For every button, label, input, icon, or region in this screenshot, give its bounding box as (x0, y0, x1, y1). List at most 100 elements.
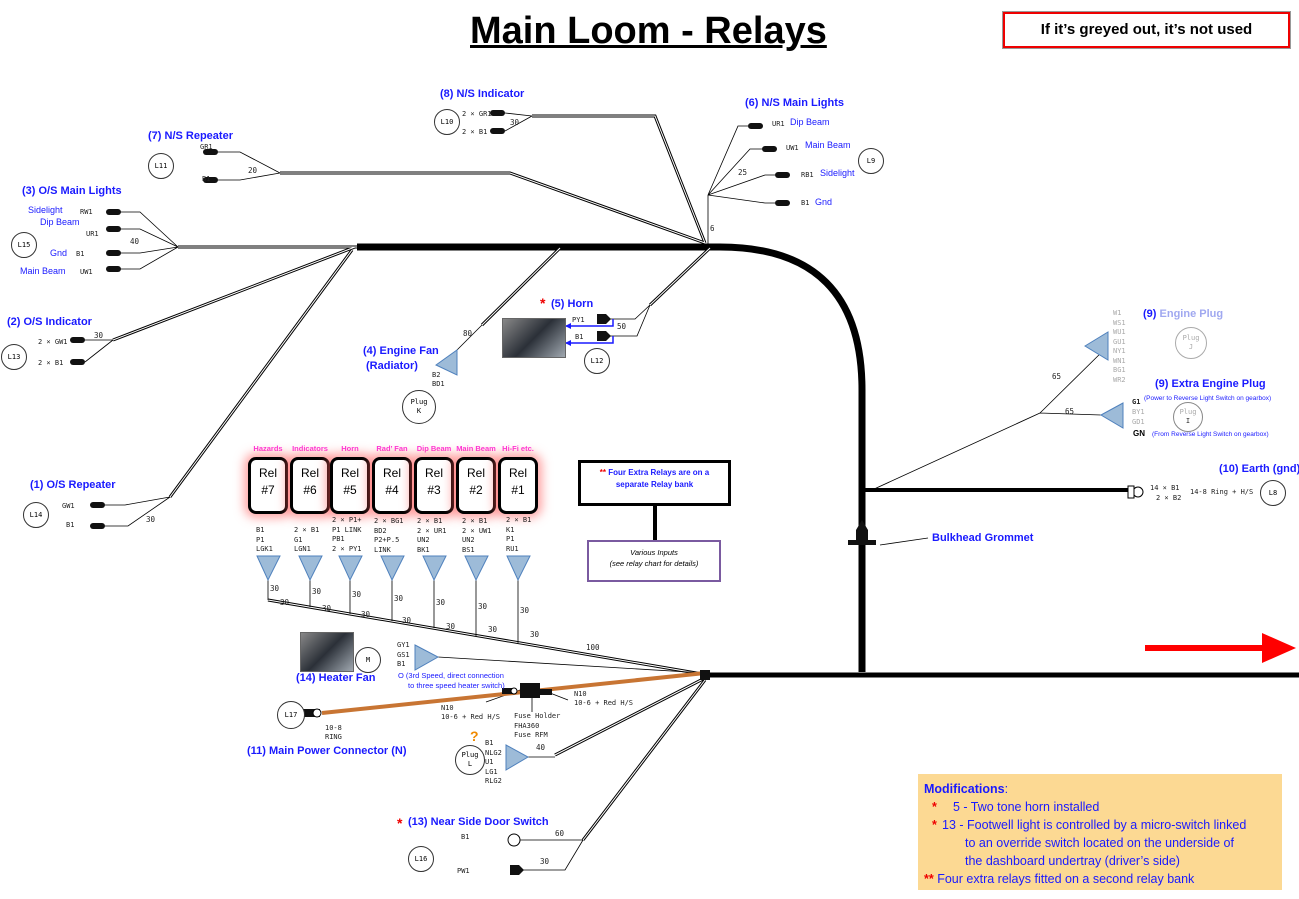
wire-length: 30 (146, 515, 156, 524)
wire-code: 2 × UR1 (417, 526, 447, 535)
wire-code: BS1 (462, 545, 475, 554)
wire-code: P1 (256, 535, 265, 544)
relay-num: #4 (385, 483, 399, 497)
wire-code: GN (1133, 429, 1145, 438)
plug-id: I (1185, 417, 1191, 425)
wire-length: 30 (520, 606, 530, 615)
mod-text: Four extra relays fitted on a second rel… (937, 872, 1195, 886)
relay-function: Rad’ Fan (376, 444, 408, 453)
extra-plug-power-note: (Power to Reverse Light Switch on gearbo… (1144, 395, 1272, 402)
os-main-lights-loc: L15 (11, 232, 37, 258)
wire-code: NLG2 (485, 748, 502, 757)
mod-mark: * (932, 818, 937, 832)
relay-name: Rel (424, 466, 443, 480)
wire-code: B1 (202, 175, 211, 183)
wire-code: 2 × P1+ (332, 516, 362, 524)
item-name: Gnd (50, 248, 68, 258)
wire-code: LGK1 (256, 545, 273, 553)
bus-length: 30 (402, 616, 412, 625)
wire-length: 50 (617, 322, 627, 331)
wire-length: 30 (478, 602, 488, 611)
wire-length: 6 (710, 224, 715, 233)
wire-code: PY1 (572, 316, 585, 324)
wire-code: 2 × PY1 (332, 544, 362, 553)
modifications-title: Modifications (924, 782, 1005, 796)
bus-length: 30 (280, 598, 290, 607)
relay-num: #2 (469, 483, 483, 497)
wire-code: B1 (256, 526, 265, 534)
engine-fan-sublabel: (Radiator) (366, 360, 418, 372)
wire-code: LINK (374, 545, 391, 554)
wire-code: UR1 (86, 230, 99, 238)
wire-length: 30 (270, 584, 280, 593)
wire-code: LG1 (485, 767, 498, 776)
wire-code: G1 (1132, 398, 1141, 406)
page-title: Main Loom - Relays (470, 10, 827, 52)
various-inputs-box: Various Inputs (see relay chart for deta… (587, 540, 721, 582)
wire-code: BK1 (417, 545, 430, 554)
wire-code: 2 × GR1 (462, 110, 492, 118)
relay-num: #1 (511, 483, 525, 497)
wire-code: N10 (441, 704, 454, 712)
wire-code: BD1 (432, 380, 445, 388)
various-inputs-line2: (see relay chart for details) (609, 559, 699, 568)
heater-fan-note: O (3rd Speed, direct connection (398, 671, 504, 680)
horn-loc: L12 (584, 348, 610, 374)
bus-length: 30 (530, 630, 540, 639)
wire-length: 65 (1052, 372, 1062, 381)
relay-name: Rel (382, 466, 401, 480)
os-main-lights-label: (3) O/S Main Lights (22, 185, 122, 197)
mod-text: the dashboard undertray (driver’s side) (965, 854, 1180, 868)
fuse-line: Fuse Holder (514, 712, 561, 720)
wire-code: N10 (574, 690, 587, 698)
relay-function: Hazards (253, 444, 283, 453)
relay-function: Main Beam (456, 444, 496, 453)
relay-num: #5 (343, 483, 357, 497)
wire-code: UW1 (80, 268, 93, 276)
earth-ring: 14-8 Ring + H/S (1190, 488, 1254, 496)
wire-code: BD2 (374, 526, 387, 535)
item-name: Sidelight (820, 168, 855, 178)
horn-photo (502, 318, 566, 358)
relay-6: Rel#6 (290, 457, 330, 514)
wire-code: RLG2 (485, 777, 502, 785)
wire-code: WR2 (1113, 375, 1126, 384)
ring-type: RING (325, 733, 342, 741)
bus-length: 30 (446, 622, 456, 631)
wire-code: RW1 (80, 208, 93, 216)
fuse-holder (520, 683, 540, 698)
wire-length: 40 (536, 743, 546, 752)
relay-function: Hi-Fi etc. (502, 444, 534, 453)
fuse-line: FHA360 (514, 721, 540, 730)
door-switch-label: (13) Near Side Door Switch (408, 816, 549, 828)
wire-code: 2 × B2 (1156, 494, 1182, 502)
ns-repeater-label: (7) N/S Repeater (148, 130, 233, 142)
wire-code: 2 × GW1 (38, 338, 68, 346)
wire-desc: 10-6 + Red H/S (574, 699, 634, 707)
bus-length: 30 (361, 610, 371, 619)
ns-main-lights-loc: L9 (858, 148, 884, 174)
wire-code: B1 (801, 199, 810, 207)
relay-name: Rel (508, 466, 527, 480)
wire-code: PB1 (332, 535, 345, 543)
mod-text: 5 - Two tone horn installed (946, 800, 1100, 814)
main-power-loc: L17 (277, 701, 305, 729)
wire-code: LGN1 (294, 545, 311, 553)
wire-code: GS1 (397, 650, 410, 659)
wire-code: GW1 (62, 502, 75, 510)
ns-indicator-label: (8) N/S Indicator (440, 88, 525, 100)
wire-code: U1 (485, 758, 494, 766)
bus-length: 30 (488, 625, 498, 634)
wire-code: UW1 (786, 144, 799, 152)
relay-function: Horn (341, 444, 359, 453)
wire-code: 2 × BG1 (374, 517, 404, 525)
wire-code: P1 (506, 535, 515, 543)
wire-code: B2 (432, 371, 441, 379)
ns-main-lights-label: (6) N/S Main Lights (745, 97, 844, 109)
